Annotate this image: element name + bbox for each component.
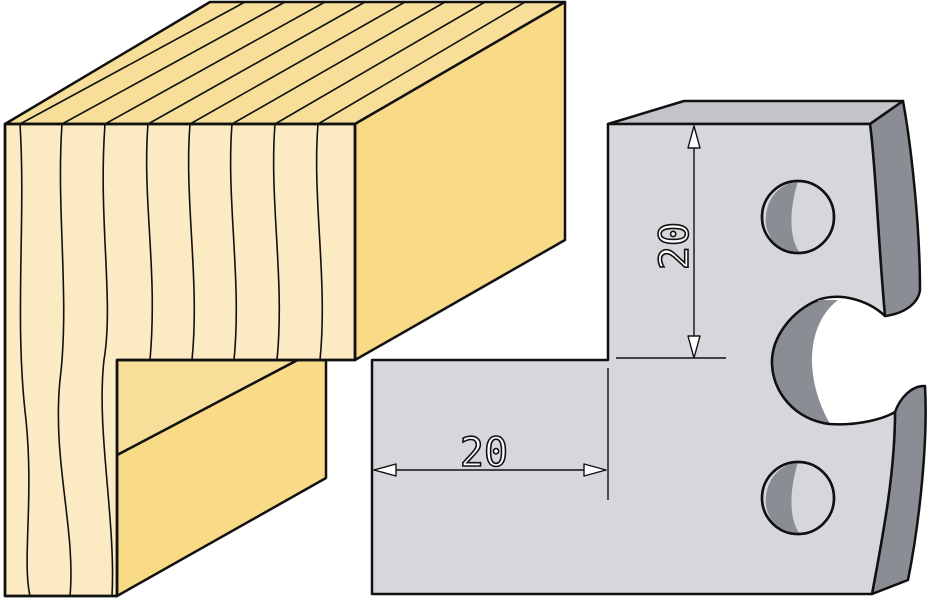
dimension-lines (374, 126, 726, 500)
knife-notch-wall (772, 300, 838, 424)
knife-upper-hole-wall (765, 181, 800, 254)
dimension-arrowheads (373, 125, 701, 477)
arrow-left (373, 463, 397, 477)
arrow-right (583, 463, 607, 477)
wood-front-grain (19, 123, 324, 597)
cutter-knife (370, 99, 927, 596)
wood-front-outline (3, 122, 357, 598)
wood-top-grain (19, 1, 526, 125)
horizontal-dimension-label: 20 (460, 430, 508, 476)
knife-lower-hole-wall (765, 462, 800, 535)
vertical-dimension-label: 20 (652, 222, 698, 270)
arrow-up (687, 125, 701, 149)
knife-hole-outlines (760, 179, 836, 536)
knife-top-bevel (606, 99, 905, 126)
arrow-down (687, 335, 701, 359)
